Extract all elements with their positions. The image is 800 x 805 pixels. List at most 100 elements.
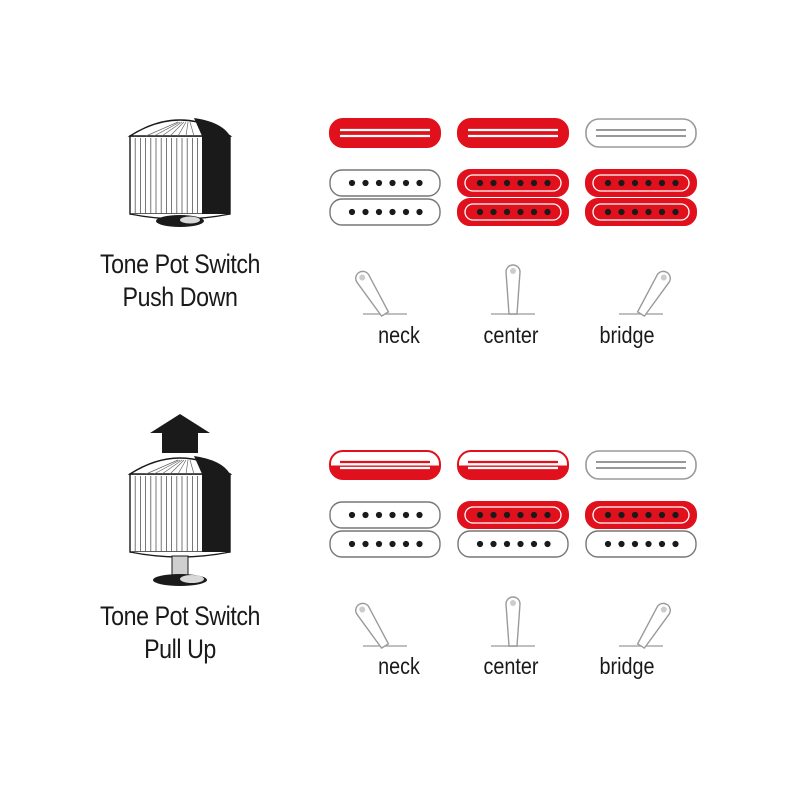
- pole-piece: [645, 179, 652, 187]
- pole-piece: [416, 208, 423, 216]
- position-bridge: [585, 450, 697, 650]
- pole-piece: [530, 208, 538, 216]
- position-label-center: center: [483, 653, 539, 679]
- pole-piece: [631, 208, 639, 216]
- position-label-bridge: bridge: [599, 322, 655, 348]
- pole-piece: [503, 208, 511, 216]
- pole-piece: [362, 511, 369, 519]
- humbucker-bottom-coil: [457, 198, 569, 226]
- pole-piece: [348, 179, 356, 187]
- pole-piece: [503, 179, 511, 187]
- humbucker-bottom-coil: [329, 530, 441, 558]
- knob-label-pull-up: Tone Pot Switch Pull Up: [77, 600, 283, 666]
- pole-piece: [348, 511, 356, 519]
- pole-piece: [375, 511, 383, 519]
- selector-lever-icon: [491, 596, 535, 647]
- humbucker-top-coil: [585, 169, 697, 197]
- humbucker-bottom-coil: [457, 530, 569, 558]
- pole-piece: [476, 208, 484, 216]
- pole-piece: [476, 179, 484, 187]
- pole-piece: [476, 511, 484, 519]
- position-label-neck: neck: [378, 653, 420, 679]
- humbucker-top-coil: [329, 169, 441, 197]
- pole-piece: [658, 511, 666, 519]
- single-coil-pickup: [329, 118, 441, 148]
- pole-piece: [416, 179, 423, 187]
- pole-piece: [402, 208, 410, 216]
- pole-piece: [490, 208, 497, 216]
- pole-piece: [631, 511, 639, 519]
- pole-piece: [672, 511, 679, 519]
- single-coil-pickup: [457, 450, 569, 480]
- pole-piece: [658, 540, 666, 548]
- pole-piece: [389, 540, 396, 548]
- pole-piece: [645, 511, 652, 519]
- pole-piece: [416, 511, 423, 519]
- humbucker-top-coil: [585, 501, 697, 529]
- pole-piece: [375, 540, 383, 548]
- position-label-bridge: bridge: [599, 653, 655, 679]
- pole-piece: [348, 540, 356, 548]
- pole-piece: [530, 511, 538, 519]
- pole-piece: [631, 540, 639, 548]
- position-neck: [329, 450, 441, 650]
- pole-piece: [672, 208, 679, 216]
- pole-piece: [389, 208, 396, 216]
- pole-piece: [348, 208, 356, 216]
- pole-piece: [658, 208, 666, 216]
- pole-piece: [645, 208, 652, 216]
- pole-piece: [604, 179, 612, 187]
- pole-piece: [618, 208, 625, 216]
- pole-piece: [490, 540, 497, 548]
- pole-piece: [618, 179, 625, 187]
- selector-lever-icon: [619, 270, 671, 318]
- pole-piece: [389, 179, 396, 187]
- pole-piece: [604, 540, 612, 548]
- knob-label-line2: Pull Up: [144, 634, 216, 664]
- selector-lever-icon: [355, 602, 407, 650]
- single-coil-pickup: [329, 450, 441, 480]
- pole-piece: [517, 540, 524, 548]
- knob-label-line1: Tone Pot Switch: [99, 249, 261, 279]
- pole-piece: [402, 179, 410, 187]
- position-neck: [329, 118, 441, 318]
- pole-piece: [490, 179, 497, 187]
- pole-piece: [517, 208, 524, 216]
- pole-piece: [544, 179, 551, 187]
- pole-piece: [618, 540, 625, 548]
- pole-piece: [375, 208, 383, 216]
- pole-piece: [375, 179, 383, 187]
- position-bridge: [585, 118, 697, 318]
- pole-piece: [631, 179, 639, 187]
- pole-piece: [517, 179, 524, 187]
- pole-piece: [604, 208, 612, 216]
- pole-piece: [402, 540, 410, 548]
- pole-piece: [658, 179, 666, 187]
- pole-piece: [517, 511, 524, 519]
- pole-piece: [645, 540, 652, 548]
- tone-knob-icon: [127, 456, 233, 586]
- pole-piece: [476, 540, 484, 548]
- knob-label-push-down: Tone Pot Switch Push Down: [77, 248, 283, 314]
- section-push-down: [127, 118, 697, 318]
- tone-knob-icon: [127, 118, 233, 227]
- position-center: [457, 118, 569, 315]
- pole-piece: [672, 179, 679, 187]
- humbucker-bottom-coil: [585, 198, 697, 226]
- humbucker-bottom-coil: [585, 530, 697, 558]
- single-coil-pickup: [585, 118, 697, 148]
- position-label-neck: neck: [378, 322, 420, 348]
- humbucker-bottom-coil: [329, 198, 441, 226]
- position-center: [457, 450, 569, 647]
- pull-up-arrow-icon: [150, 414, 210, 453]
- position-label-center: center: [483, 322, 539, 348]
- pole-piece: [618, 511, 625, 519]
- pole-piece: [604, 511, 612, 519]
- humbucker-top-coil: [457, 501, 569, 529]
- pole-piece: [362, 208, 369, 216]
- pole-piece: [362, 540, 369, 548]
- pole-piece: [362, 179, 369, 187]
- pole-piece: [544, 511, 551, 519]
